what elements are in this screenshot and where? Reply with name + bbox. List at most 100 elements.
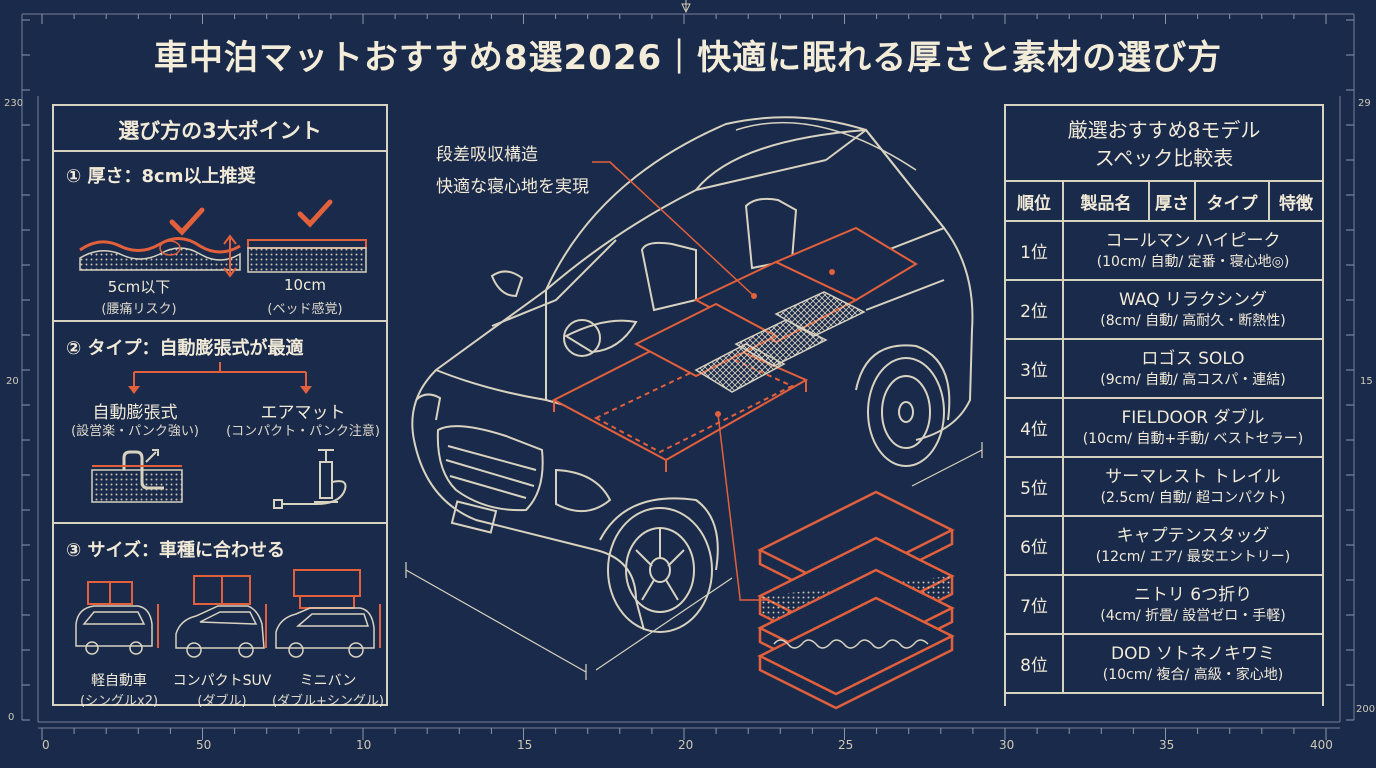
- valve-icon: [122, 450, 164, 490]
- rank-cell: 4位: [1004, 397, 1064, 458]
- selection-points-panel: 選び方の3大ポイント ① 厚さ：8cm以上推奨 5cm以下 (腰痛リ: [52, 104, 388, 709]
- suv-icon: [175, 605, 265, 649]
- thickness-thin-label: 5cm以下: [107, 278, 171, 296]
- point-thickness-title: ① 厚さ：8cm以上推奨: [66, 166, 256, 187]
- thickness-thick-note: (ベッド感覚): [267, 302, 343, 317]
- rank-cell: 2位: [1004, 279, 1064, 340]
- check-icon: [297, 199, 333, 228]
- product-spec: (10cm/ 自動/ 定番・寝心地◎): [1096, 253, 1290, 270]
- rank-cell: 5位: [1004, 456, 1064, 517]
- product-spec: (4cm/ 折畳/ 設営ゼロ・手軽): [1100, 607, 1286, 624]
- product-cell: サーマレスト トレイル (2.5cm/ 自動/ 超コンパクト): [1062, 456, 1324, 517]
- table-row: 4位 FIELDOOR ダブル (10cm/ 自動+手動/ ベストセラー): [1004, 397, 1324, 458]
- ruler-bottom-10: 10: [356, 738, 372, 752]
- thickness-illustration: [79, 199, 367, 278]
- ruler-left-230: 230: [4, 98, 24, 109]
- product-cell: ニトリ 6つ折り (4cm/ 折畳/ 設営ゼロ・手軽): [1062, 574, 1324, 635]
- callout-step-absorption: 段差吸収構造: [436, 145, 538, 165]
- air-pump-icon: [273, 449, 347, 509]
- ruler-bottom-30: 30: [999, 738, 1015, 752]
- spec-comparison-panel: 厳選おすすめ8モデル スペック比較表 順位 製品名 厚さ タイプ 特徴 1位 コ…: [1004, 104, 1324, 706]
- check-icon: [169, 207, 205, 236]
- product-spec: (10cm/ 複合/ 高級・家心地): [1102, 666, 1284, 683]
- size-minivan-label: ミニバン: [299, 673, 357, 689]
- product-cell: キャプテンスタッグ (12cm/ エア/ 最安エントリー): [1062, 515, 1324, 576]
- spec-heading-line1: 厳選おすすめ8モデル: [1067, 118, 1261, 142]
- table-row: 7位 ニトリ 6つ折り (4cm/ 折畳/ 設営ゼロ・手軽): [1004, 574, 1324, 635]
- size-kei-label: 軽自動車: [91, 673, 147, 689]
- col-rank: 順位: [1004, 180, 1064, 222]
- size-minivan-note: (ダブル+シングル): [271, 694, 385, 709]
- callout-comfort: 快適な寝心地を実現: [436, 177, 589, 197]
- col-type: タイプ: [1194, 180, 1270, 222]
- product-name: キャプテンスタッグ: [1116, 525, 1270, 546]
- ruler-right-200: 200: [1356, 704, 1376, 715]
- kei-car-icon: [75, 605, 153, 647]
- product-cell: WAQ リラクシング (8cm/ 自動/ 高耐久・断熱性): [1062, 279, 1324, 340]
- ruler-bottom-400: 400: [1310, 738, 1333, 752]
- ruler-right-29: 29: [1358, 98, 1371, 109]
- ruler-bottom-20: 20: [678, 738, 694, 752]
- product-spec: (2.5cm/ 自動/ 超コンパクト): [1100, 489, 1286, 506]
- point-size-title: ③ サイズ：車種に合わせる: [66, 540, 285, 561]
- product-spec: (8cm/ 自動/ 高耐久・断熱性): [1100, 312, 1286, 329]
- minivan-icon: [275, 607, 375, 649]
- spec-heading-line2: スペック比較表: [1094, 146, 1234, 170]
- product-spec: (12cm/ エア/ 最安エントリー): [1095, 548, 1291, 565]
- point-type-title: ② タイプ：自動膨張式が最適: [66, 338, 304, 359]
- rank-cell: 3位: [1004, 338, 1064, 399]
- selection-points-heading: 選び方の3大ポイント: [118, 119, 322, 143]
- mat-layers-exploded: [757, 490, 955, 710]
- product-spec: (9cm/ 自動/ 高コスパ・連結): [1100, 371, 1286, 388]
- product-name: WAQ リラクシング: [1119, 289, 1267, 310]
- type-air-mat-note: (コンパクト・パンク注意): [226, 424, 380, 439]
- product-name: コールマン ハイピーク: [1105, 230, 1281, 251]
- type-self-inflating-note: (設営楽・パンク強い): [71, 424, 199, 439]
- thickness-thin-note: (腰痛リスク): [101, 302, 177, 317]
- table-row: 6位 キャプテンスタッグ (12cm/ エア/ 最安エントリー): [1004, 515, 1324, 576]
- thickness-thick-label: 10cm: [284, 276, 326, 294]
- ruler-bottom-25: 25: [838, 738, 854, 752]
- col-feature: 特徴: [1268, 180, 1324, 222]
- vehicle-size-illustration: [75, 569, 381, 658]
- page-title: 車中泊マットおすすめ8選2026｜快適に眠れる厚さと素材の選び方: [153, 38, 1223, 78]
- spec-heading: 厳選おすすめ8モデル スペック比較表: [1006, 106, 1322, 180]
- spec-table: 順位 製品名 厚さ タイプ 特徴 1位 コールマン ハイピーク (10cm/ 自動…: [1004, 180, 1324, 694]
- ruler-bottom-15: 15: [517, 738, 533, 752]
- type-self-inflating-label: 自動膨張式: [92, 403, 178, 423]
- product-cell: ロゴス SOLO(9cm/ 自動/ 高コスパ・連結): [1062, 338, 1324, 399]
- table-row: 8位 DOD ソトネノキワミ (10cm/ 複合/ 高級・家心地): [1004, 633, 1324, 694]
- size-suv-label: コンパクトSUV: [172, 673, 272, 689]
- product-name: サーマレスト トレイル: [1105, 466, 1281, 487]
- rank-cell: 8位: [1004, 633, 1064, 694]
- product-cell: コールマン ハイピーク (10cm/ 自動/ 定番・寝心地◎): [1062, 220, 1324, 281]
- rank-cell: 6位: [1004, 515, 1064, 576]
- ruler-left-0: 0: [8, 712, 15, 723]
- ruler-left-20: 20: [6, 376, 19, 387]
- type-illustration: [91, 449, 347, 509]
- size-kei-note: (シングルx2): [79, 694, 159, 709]
- col-thickness: 厚さ: [1148, 180, 1196, 222]
- product-cell: DOD ソトネノキワミ (10cm/ 複合/ 高級・家心地): [1062, 633, 1324, 694]
- table-row: 2位 WAQ リラクシング (8cm/ 自動/ 高耐久・断熱性): [1004, 279, 1324, 340]
- product-cell: FIELDOOR ダブル (10cm/ 自動+手動/ ベストセラー): [1062, 397, 1324, 458]
- ruler-bottom-50: 50: [196, 738, 212, 752]
- product-name: DOD ソトネノキワミ: [1111, 643, 1275, 664]
- rank-cell: 1位: [1004, 220, 1064, 281]
- rank-cell: 7位: [1004, 574, 1064, 635]
- type-branch-arrows: [128, 362, 312, 394]
- ruler-right-15: 15: [1360, 376, 1373, 387]
- point-size: ③ サイズ：車種に合わせる 軽自動車 (シングルx2) コンパクト: [54, 524, 386, 720]
- ruler-bottom-0: 0: [42, 738, 50, 752]
- car-mat-diagram: [405, 116, 983, 710]
- product-name: ニトリ 6つ折り: [1133, 584, 1253, 605]
- col-name: 製品名: [1062, 180, 1150, 222]
- ruler-bottom-35: 35: [1159, 738, 1175, 752]
- product-spec: (10cm/ 自動+手動/ ベストセラー): [1082, 430, 1304, 447]
- table-row: 5位 サーマレスト トレイル (2.5cm/ 自動/ 超コンパクト): [1004, 456, 1324, 517]
- product-name: FIELDOOR ダブル: [1121, 407, 1265, 428]
- spec-table-header: 順位 製品名 厚さ タイプ 特徴: [1004, 180, 1324, 222]
- type-air-mat-label: エアマット: [260, 403, 346, 423]
- size-suv-note: (ダブル): [197, 694, 247, 709]
